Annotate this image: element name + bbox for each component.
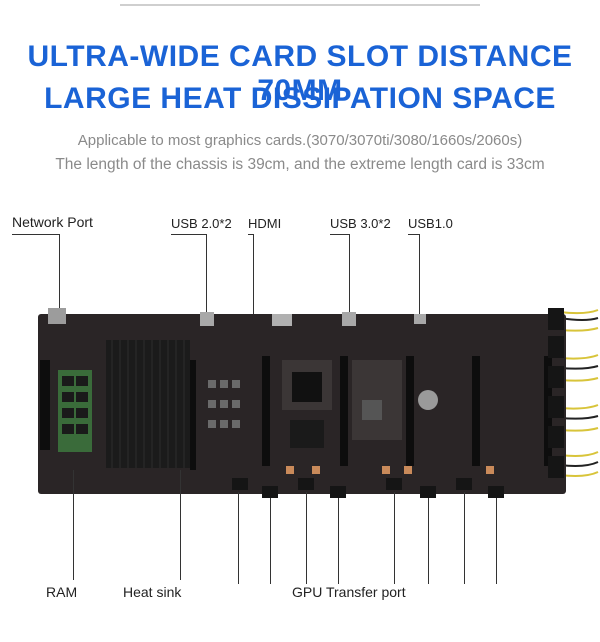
callout-heatsink-v <box>180 470 181 580</box>
callout-hdmi-h <box>248 234 254 235</box>
network-port <box>48 308 66 324</box>
hdmi-port <box>272 314 292 326</box>
callout-gpu-v8 <box>496 498 497 584</box>
callout-gpu-v3 <box>306 492 307 584</box>
usb2-port <box>200 312 214 326</box>
cmos-battery <box>418 390 438 410</box>
label-network-port: Network Port <box>12 214 93 230</box>
headline-line-1: ULTRA-WIDE CARD SLOT DISTANCE 70MM <box>27 40 573 107</box>
callout-usb2-v <box>206 234 207 314</box>
pcie-slot-5 <box>472 356 480 466</box>
pcie-slot-1 <box>190 360 196 470</box>
label-heat-sink: Heat sink <box>123 584 182 600</box>
usb3-port <box>342 312 356 326</box>
label-hdmi: HDMI <box>248 216 282 231</box>
usb1-port <box>414 314 426 324</box>
io-chip <box>362 400 382 420</box>
label-usb3: USB 3.0*2 <box>330 216 391 231</box>
callout-network-v <box>59 234 60 316</box>
subtitle-line-2: The length of the chassis is 39cm, and t… <box>55 156 545 173</box>
callout-gpu-v1 <box>238 492 239 584</box>
callout-gpu-v6 <box>428 498 429 584</box>
label-usb1: USB1.0 <box>408 216 453 231</box>
callout-gpu-v7 <box>464 492 465 584</box>
callout-usb1-h <box>408 234 420 235</box>
bios-chip <box>290 420 324 448</box>
callout-gpu-v4 <box>338 498 339 584</box>
gpu-transfer-ports <box>232 478 504 498</box>
pcie-slot-left <box>40 360 50 450</box>
callout-usb3-v <box>349 234 350 314</box>
callout-gpu-v5 <box>394 492 395 584</box>
callout-usb3-h <box>330 234 350 235</box>
label-ram: RAM <box>46 584 78 600</box>
headline-line-2: LARGE HEAT DISSIPATION SPACE <box>44 82 556 115</box>
heat-sink <box>106 340 190 468</box>
callout-hdmi-v <box>253 234 254 314</box>
pcie-slot-3 <box>340 356 348 466</box>
callout-gpu-v2 <box>270 498 271 584</box>
label-gpu-transfer-port: GPU Transfer port <box>292 584 406 600</box>
chipset <box>292 372 322 402</box>
pcie-slot-4 <box>406 356 414 466</box>
callout-ram-v <box>73 470 74 580</box>
pcie-slot-2 <box>262 356 270 466</box>
top-divider <box>120 4 480 6</box>
label-usb2: USB 2.0*2 <box>171 216 232 231</box>
callout-usb1-v <box>419 234 420 314</box>
callout-usb2-h <box>171 234 207 235</box>
callout-network-h <box>12 234 60 235</box>
motherboard-image <box>38 308 599 498</box>
subtitle-line-1: Applicable to most graphics cards.(3070/… <box>77 132 523 149</box>
